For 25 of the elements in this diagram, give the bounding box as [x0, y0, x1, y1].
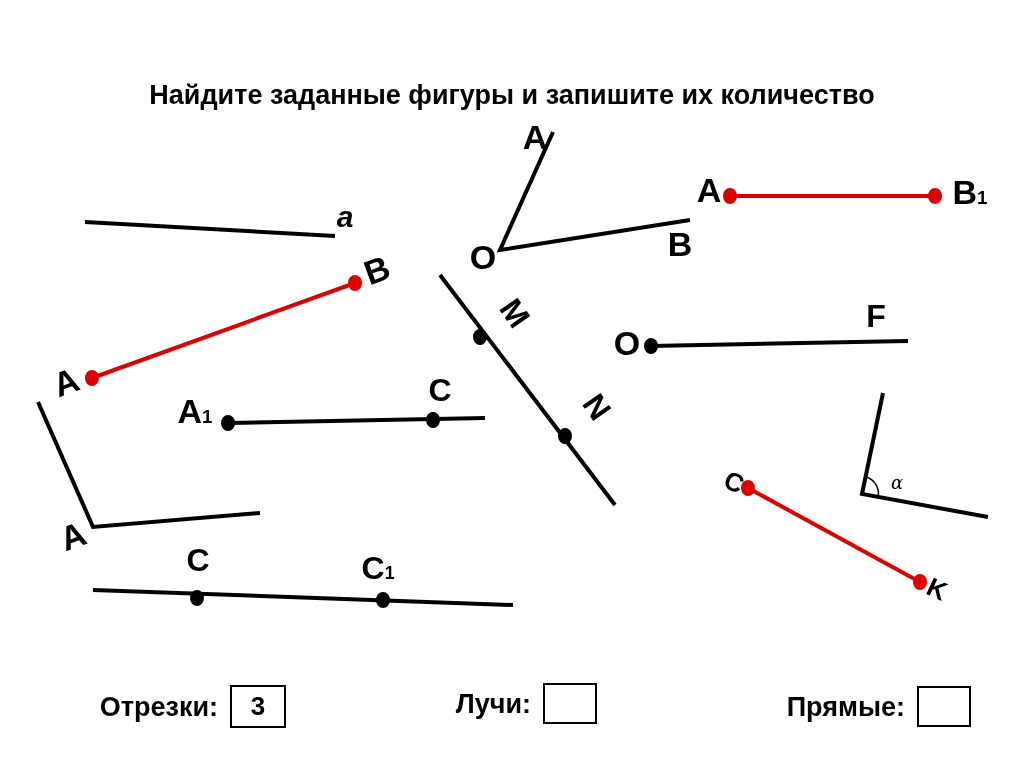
point-label: B: [667, 227, 693, 261]
point-label: A: [48, 361, 84, 403]
point-label: A: [696, 173, 722, 207]
point-label: O: [613, 326, 641, 360]
answer-box: [543, 683, 597, 724]
answer-label: Лучи:: [455, 690, 531, 717]
point-label: K: [923, 573, 951, 605]
point-label: A: [522, 120, 548, 154]
answer-label: Прямые:: [786, 693, 905, 720]
point-label: A: [55, 515, 91, 557]
title: Найдите заданные фигуры и запишите их количество: [148, 80, 876, 111]
point-label: C: [186, 544, 210, 576]
line-label: a: [336, 202, 354, 232]
point-label: N: [577, 388, 617, 426]
answer-box: [230, 685, 286, 728]
answer-label: Отрезки:: [99, 693, 218, 720]
point-label: M: [494, 292, 536, 334]
answer-number: 3: [250, 691, 266, 722]
point-label: C: [720, 466, 748, 498]
point-label: C: [428, 374, 452, 406]
point-label: F: [866, 300, 886, 332]
point-label: O: [469, 240, 497, 274]
answer-box: [917, 686, 971, 727]
point-label: B: [359, 249, 395, 291]
angle-label: α: [890, 474, 904, 492]
